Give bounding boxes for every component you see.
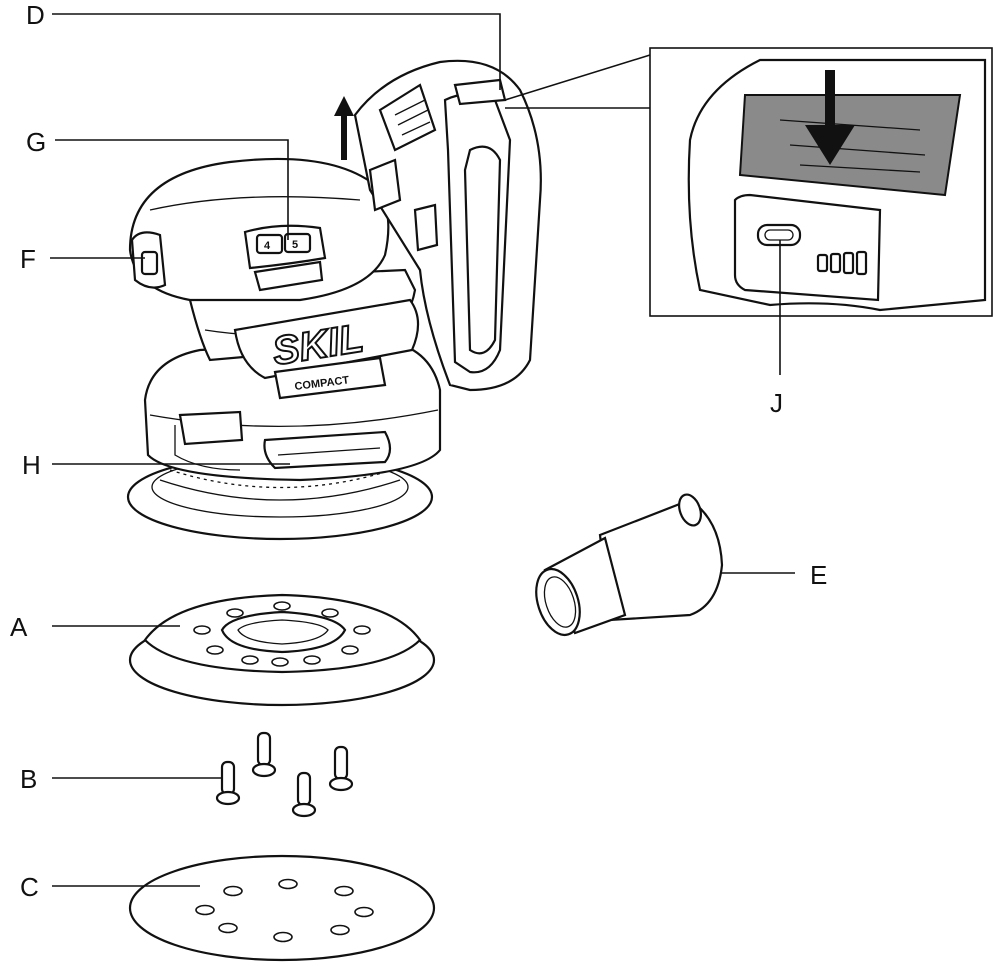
- label-e: E: [810, 560, 827, 590]
- screw-1: [215, 760, 241, 806]
- brand-panel: [233, 298, 420, 380]
- speed-digit-2: 5: [292, 239, 298, 251]
- dust-adapter: [535, 493, 724, 637]
- label-d: D: [26, 0, 45, 30]
- battery-release-button[interactable]: [453, 78, 507, 106]
- charge-led-3: [842, 251, 855, 275]
- screw-3: [291, 771, 317, 818]
- sander-body: SKIL COMPACT 4 5: [126, 59, 542, 541]
- part-labels: D G F H E A B C J: [10, 0, 827, 902]
- label-j: J: [770, 388, 783, 418]
- speed-digit-1: 4: [264, 240, 271, 252]
- label-g: G: [26, 127, 46, 157]
- up-arrow-head-icon: [334, 96, 354, 116]
- label-f: F: [20, 244, 36, 274]
- charge-led-2: [829, 252, 842, 274]
- label-h: H: [22, 450, 41, 480]
- label-b: B: [20, 764, 37, 794]
- charge-led-4: [855, 250, 868, 276]
- screw-2: [251, 731, 277, 778]
- leader-lines: [50, 13, 795, 887]
- label-a: A: [10, 612, 28, 642]
- screw-4: [328, 745, 354, 792]
- charge-led-1: [816, 253, 829, 273]
- battery-indicator-inset: [649, 47, 993, 317]
- screws: [215, 731, 354, 818]
- dust-vent: [263, 430, 392, 470]
- press-arrow-head-icon: [805, 125, 855, 165]
- backing-pad: [128, 593, 436, 707]
- sanding-sheet: [128, 854, 436, 962]
- label-c: C: [20, 872, 39, 902]
- charge-check-button[interactable]: [756, 223, 802, 247]
